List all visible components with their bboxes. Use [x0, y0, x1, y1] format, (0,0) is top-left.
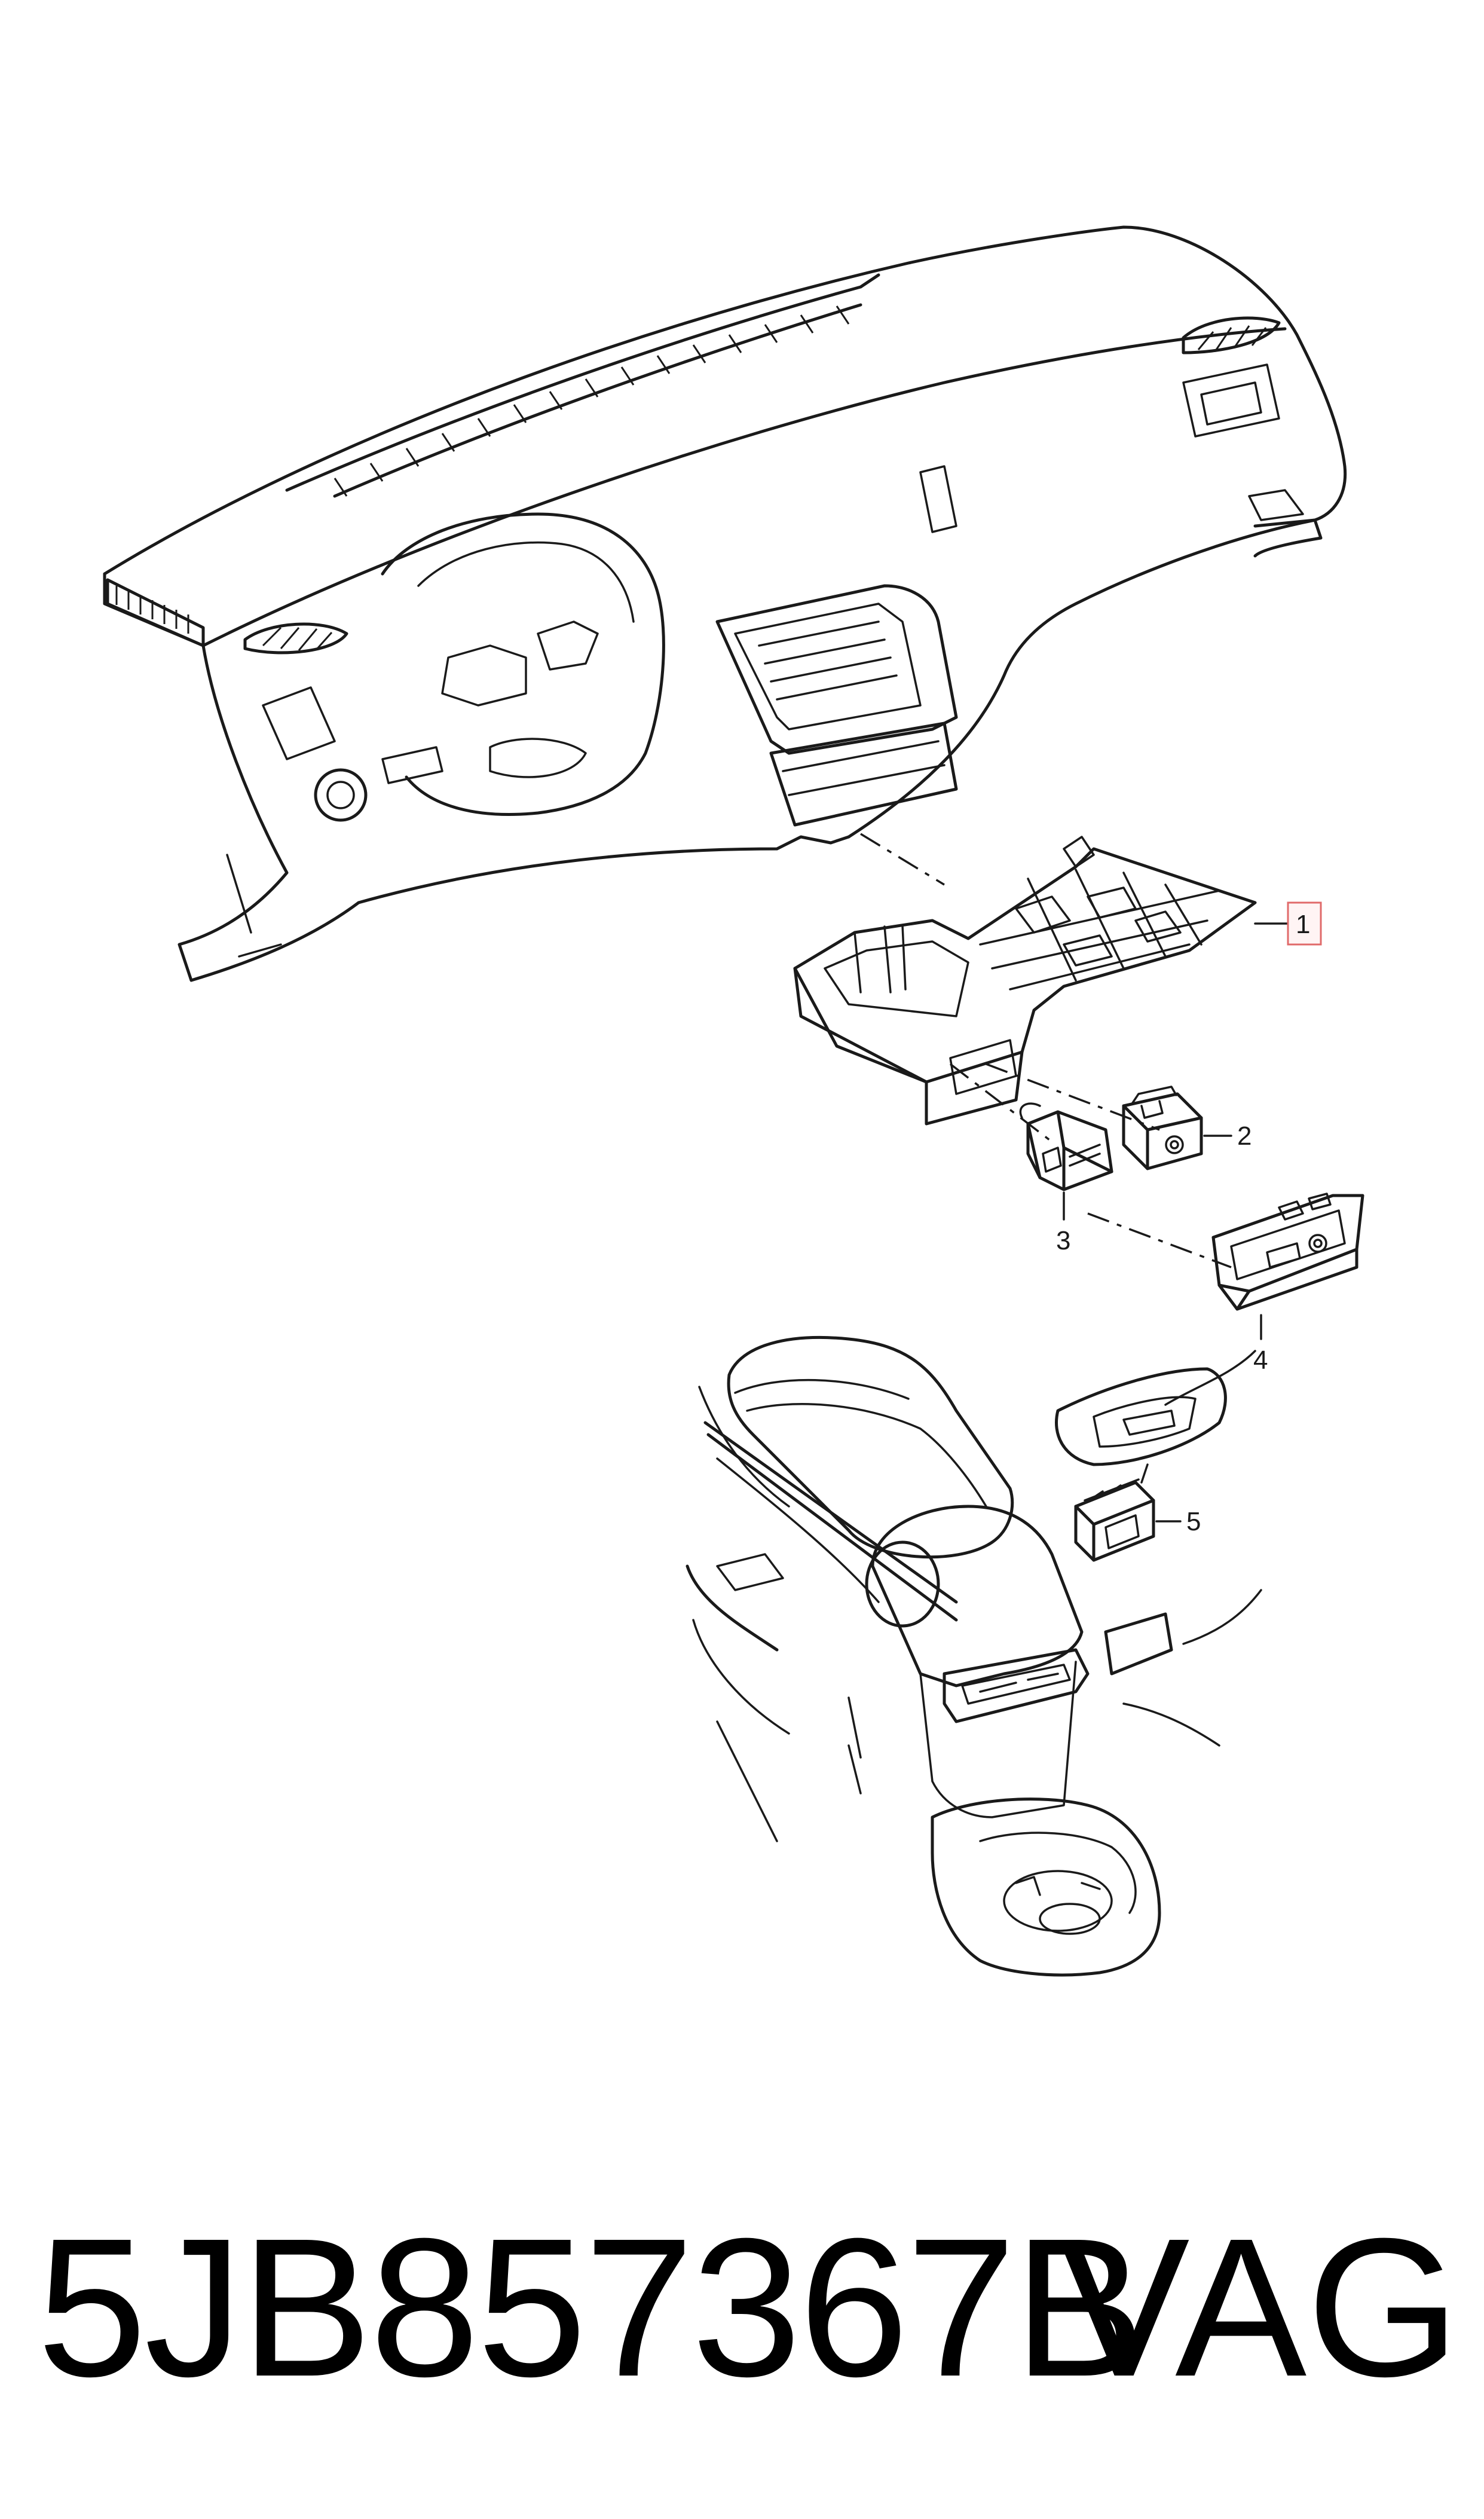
parts-diagram: 1 2 3 4 — [103, 225, 1364, 1977]
footer: 5JB857367B VAG — [0, 2188, 1484, 2463]
callout-2-label: 2 — [1237, 1121, 1252, 1151]
center-console-assembly — [686, 1336, 1262, 1977]
leader-tray-to-2 — [986, 1063, 1160, 1131]
callout-4-label: 4 — [1253, 1346, 1268, 1375]
part-5-usb-charger — [1074, 1463, 1155, 1562]
dashboard-assembly — [103, 225, 1347, 982]
part-3-connector — [1019, 1102, 1113, 1191]
callout-3-label: 3 — [1056, 1226, 1070, 1255]
leader-dashboard-to-tray — [860, 833, 945, 886]
callout-5[interactable]: 5 — [1155, 1507, 1201, 1536]
callout-2[interactable]: 2 — [1203, 1121, 1252, 1151]
part-4-usb-panel — [1211, 1193, 1364, 1311]
part-2-socket — [1122, 1086, 1203, 1170]
brand-name: VAG — [1058, 2197, 1460, 2417]
callout-5-label: 5 — [1186, 1507, 1201, 1536]
callout-1[interactable]: 1 — [1254, 901, 1322, 946]
callout-4[interactable]: 4 — [1253, 1314, 1268, 1375]
part-1-storage-tray — [793, 836, 1257, 1126]
leader-3-to-4 — [1087, 1212, 1232, 1268]
callout-1-label: 1 — [1296, 910, 1310, 939]
part-number: 5JB857367B — [37, 2197, 1145, 2417]
callout-3[interactable]: 3 — [1056, 1191, 1070, 1255]
callout-1-highlight-box — [1287, 901, 1322, 946]
